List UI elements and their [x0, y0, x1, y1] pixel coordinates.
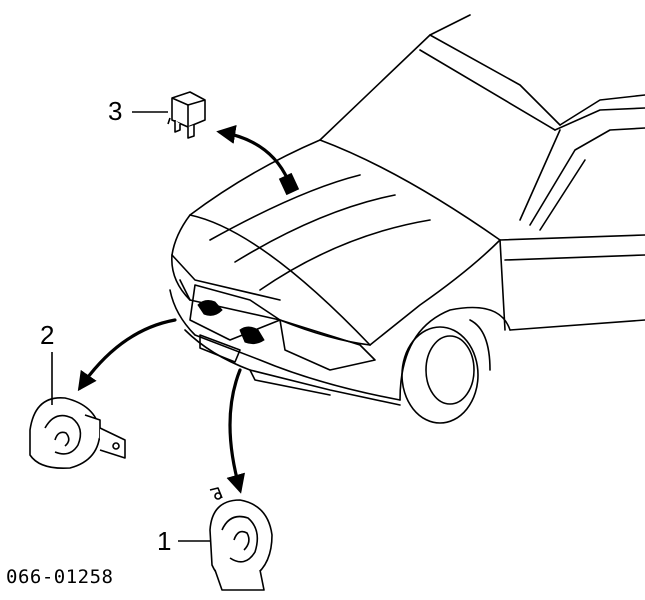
relay-icon — [167, 91, 206, 139]
arrow-to-relay — [216, 124, 290, 182]
callout-label-3: 3 — [108, 96, 123, 126]
callout-leaders — [51, 111, 210, 542]
horn-mount-markers — [197, 300, 265, 345]
callout-label-2: 2 — [40, 320, 55, 350]
horn-icon-1 — [209, 487, 273, 591]
pointer-arrows — [77, 124, 290, 494]
part-number-label: 066-01258 — [6, 566, 114, 588]
car-illustration — [169, 14, 645, 424]
arrow-to-horn-2 — [77, 318, 177, 392]
horn-icon-2 — [29, 397, 126, 470]
callout-label-1: 1 — [157, 526, 172, 556]
relay-location-marker — [278, 172, 300, 196]
arrow-to-horn-1 — [226, 368, 246, 494]
